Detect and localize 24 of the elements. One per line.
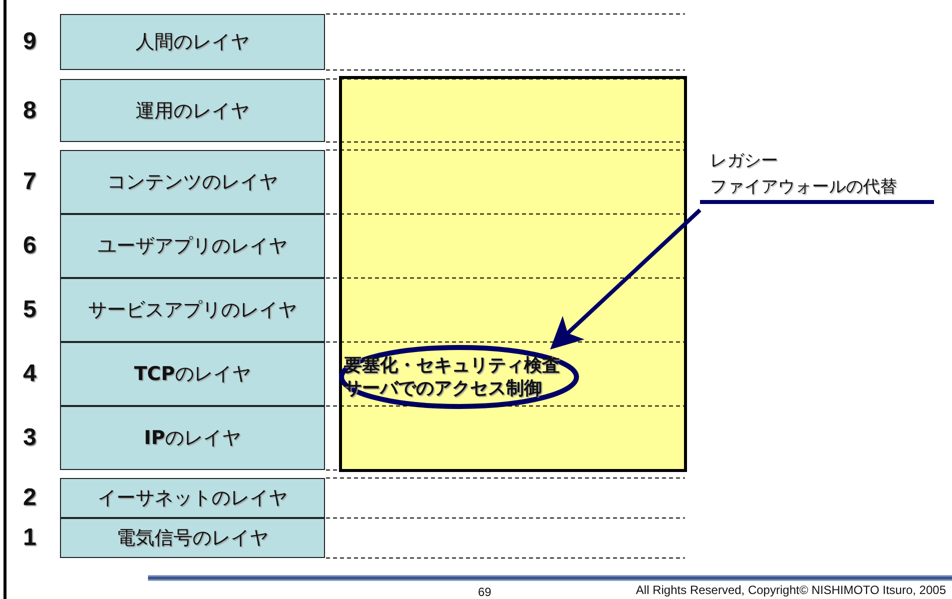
- arrow: [550, 208, 702, 350]
- highlight-box: [339, 76, 687, 472]
- layer-number: 5: [23, 296, 36, 324]
- layer-number: 8: [23, 96, 36, 124]
- layer-number: 1: [23, 524, 36, 552]
- layer-name: ユーザアプリのレイヤ: [98, 234, 288, 259]
- layer-name: 人間のレイヤ: [136, 30, 250, 55]
- layer-number: 2: [23, 484, 36, 512]
- layer-number: 4: [23, 360, 36, 388]
- highlight-ellipse: [339, 345, 579, 409]
- layer-name: 運用のレイヤ: [136, 98, 250, 124]
- page-number: 69: [478, 585, 492, 599]
- layer-number: 7: [23, 168, 36, 196]
- layer-name: IPのレイヤ: [144, 426, 241, 451]
- layer-name: 電気信号のレイヤ: [116, 526, 268, 551]
- layer-number: 6: [23, 232, 36, 260]
- layer-name: コンテンツのレイヤ: [107, 170, 278, 195]
- copyright-notice: All Rights Reserved, Copyright© NISHIMOTO Itsuro, 2005: [636, 583, 946, 597]
- layer-number: 3: [23, 424, 36, 452]
- layer-number: 9: [23, 28, 36, 56]
- layer-name: サービスアプリのレイヤ: [88, 298, 297, 323]
- layer-name: イーサネットのレイヤ: [98, 486, 288, 511]
- annotation-text: レガシー ファイアウォールの代替: [700, 148, 934, 204]
- layer-name: TCPのレイヤ: [134, 362, 251, 387]
